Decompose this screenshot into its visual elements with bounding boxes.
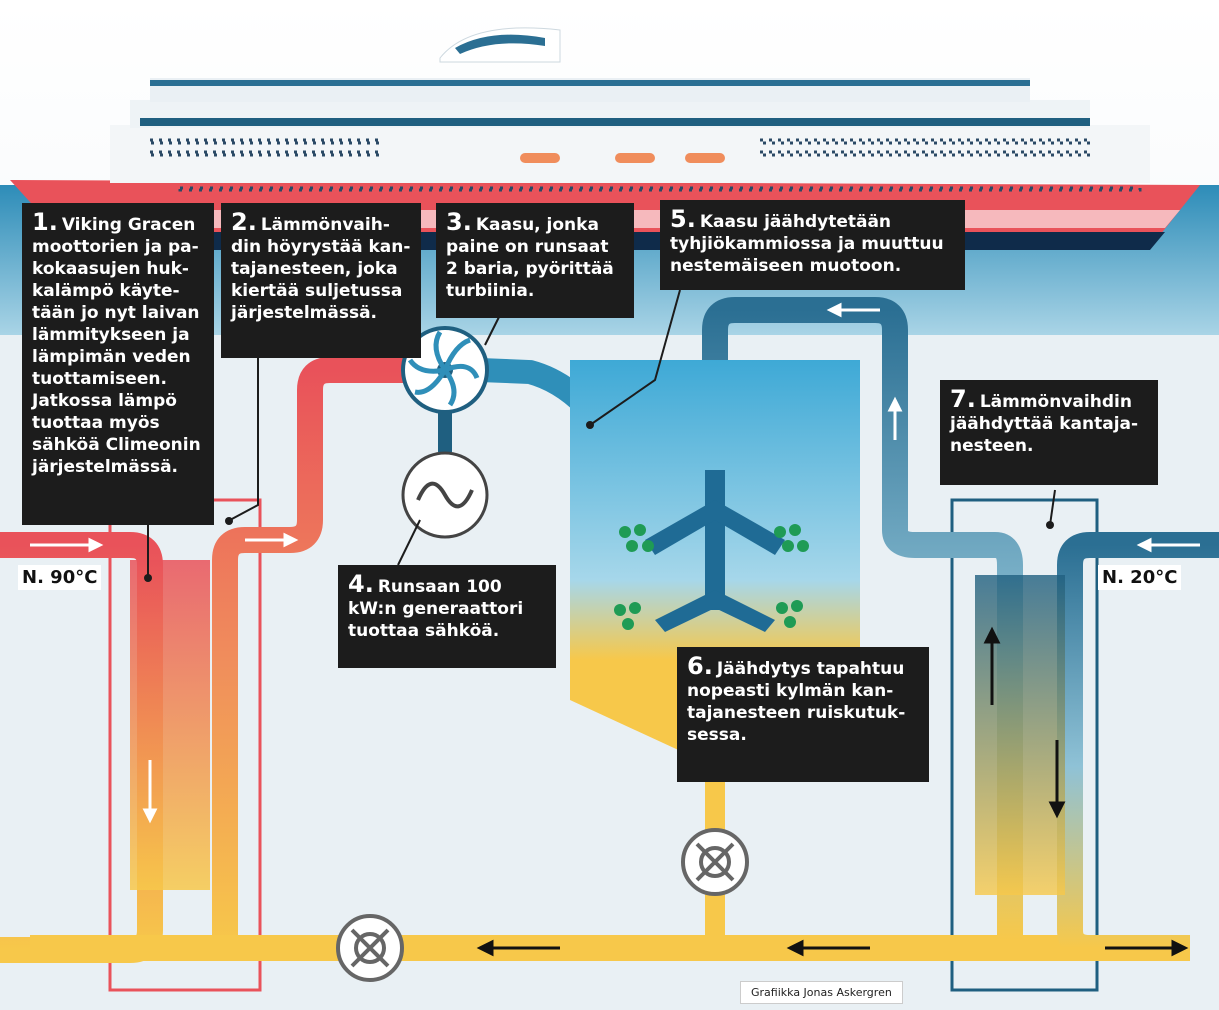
callout-text: Lämmönvaihdin jäähdyttää kantaja- nestee… [950, 392, 1139, 456]
lifeboat [615, 153, 655, 163]
lifeboat [685, 153, 725, 163]
graphic-credit: Grafiikka Jonas Askergren [740, 981, 903, 1004]
callout-number: 4. [348, 570, 374, 598]
cold-exchanger-frame [950, 498, 1099, 992]
callout-text: Runsaan 100 kW:n generaattori tuottaa sä… [348, 577, 524, 641]
turbine-shaft [438, 412, 452, 452]
hot-loop-pipes [0, 357, 1190, 963]
cold-temperature-label: N. 20°C [1098, 565, 1182, 590]
spray-droplets [614, 524, 809, 630]
ship-funnel-stripe [455, 34, 545, 54]
callout-number: 6. [687, 652, 713, 680]
callout-5: 5.Kaasu jäähdytetään tyhjiökammiossa ja … [660, 200, 965, 290]
hot-temperature-label: N. 90°C [18, 565, 102, 590]
pump-icon [336, 914, 404, 982]
generator-icon [401, 451, 489, 539]
callout-number: 2. [231, 208, 257, 236]
callout-1: 1.Viking Gracen moottorien ja pa- kokaas… [22, 203, 214, 525]
callout-3: 3.Kaasu, jonka paine on runsaat 2 baria,… [436, 203, 634, 318]
flow-arrows [476, 626, 1189, 957]
callout-number: 5. [670, 205, 696, 233]
white-flow-arrows [30, 302, 1200, 824]
callout-text: Viking Gracen moottorien ja pa- kokaasuj… [32, 215, 201, 477]
callout-text: Lämmönvaih- din höyrystää kan- tajaneste… [231, 215, 411, 323]
lifeboat [520, 153, 560, 163]
turbine-icon [401, 326, 489, 414]
ship-blue-band [150, 80, 1030, 86]
callout-text: Kaasu, jonka paine on runsaat 2 baria, p… [446, 215, 614, 301]
callout-text: Kaasu jäähdytetään tyhjiökammiossa ja mu… [670, 212, 944, 276]
callout-number: 7. [950, 385, 976, 413]
callout-number: 1. [32, 208, 58, 236]
callout-4: 4.Runsaan 100 kW:n generaattori tuottaa … [338, 565, 556, 668]
callout-number: 3. [446, 208, 472, 236]
callout-6: 6.Jäähdytys tapahtuu nopeasti kylmän kan… [677, 647, 929, 782]
ship-window-band [140, 118, 1090, 126]
callout-7: 7.Lämmönvaihdin jäähdyttää kantaja- nest… [940, 380, 1158, 485]
callout-2: 2.Lämmönvaih- din höyrystää kan- tajanes… [221, 203, 421, 358]
ship-portholes [148, 138, 1142, 192]
callout-text: Jäähdytys tapahtuu nopeasti kylmän kan- … [687, 659, 906, 745]
leader-lines [147, 289, 1056, 575]
pump-icon [681, 828, 749, 896]
spray-nozzle [645, 470, 785, 632]
